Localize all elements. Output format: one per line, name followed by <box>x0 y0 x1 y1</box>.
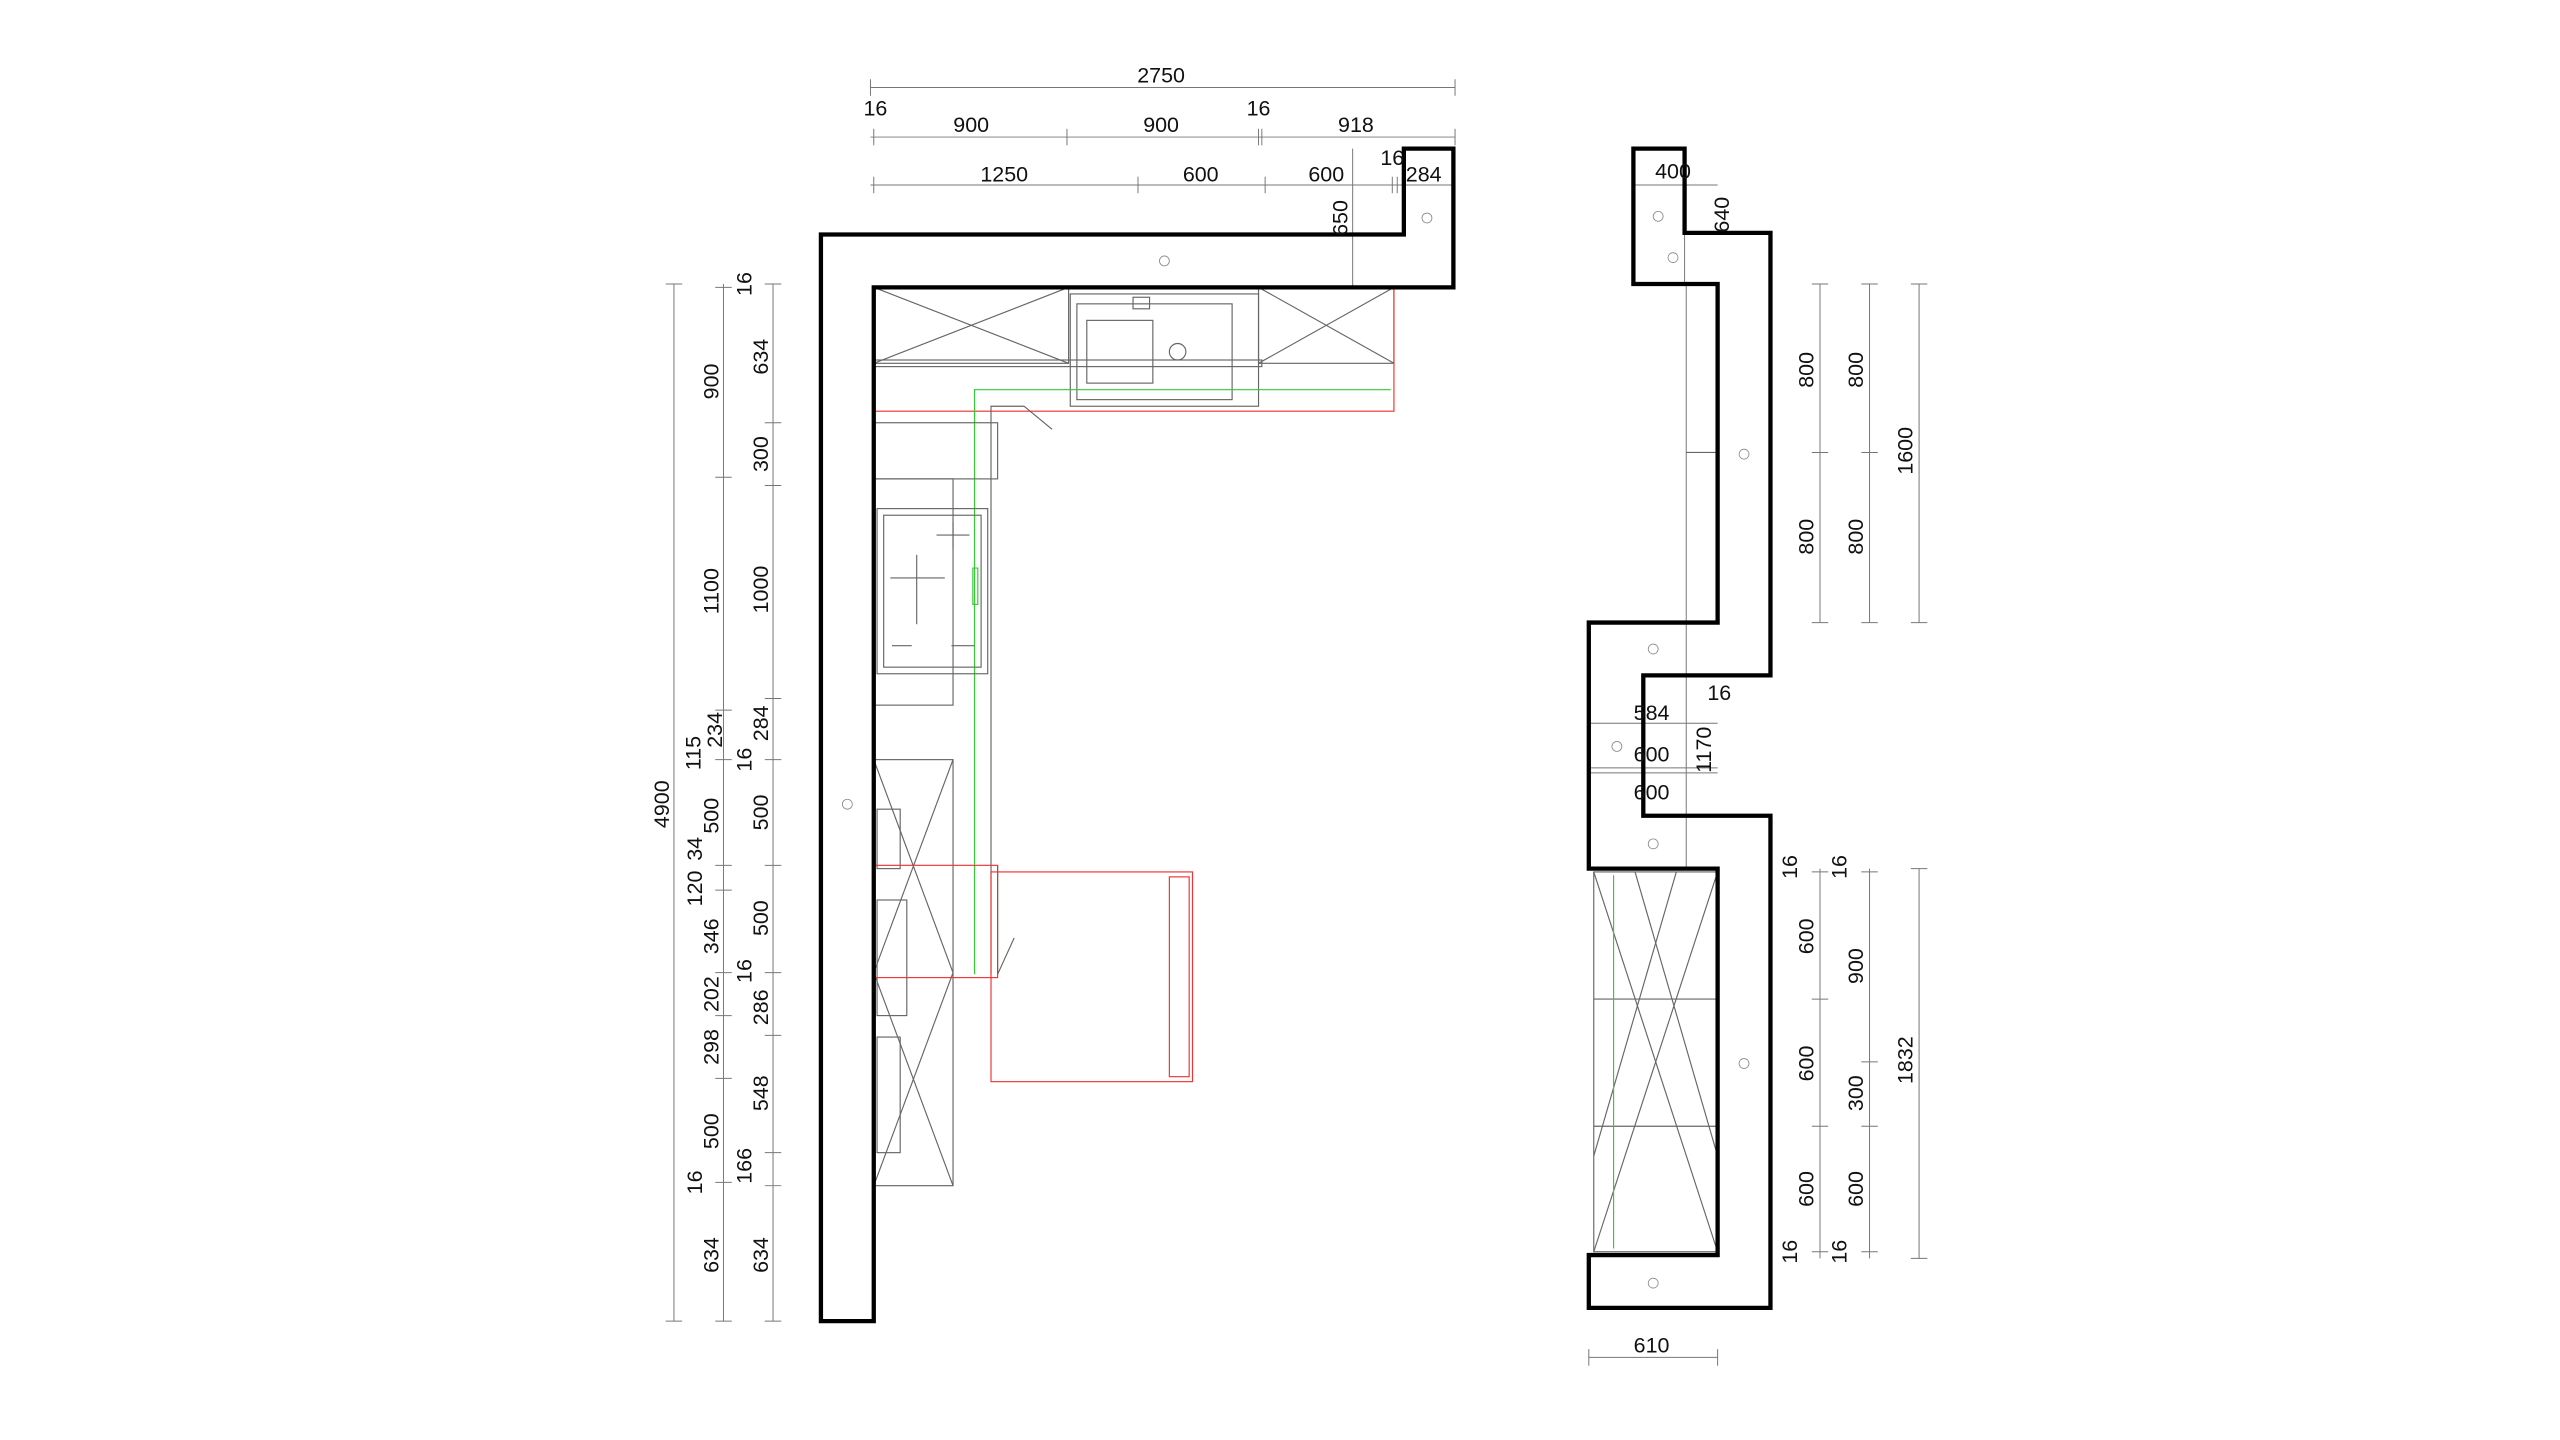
dim-label: 500 <box>749 900 773 936</box>
dim-label: 16 <box>1778 1240 1802 1264</box>
dim-label: 16 <box>1778 855 1802 879</box>
dim-label: 634 <box>749 339 773 375</box>
dim-label: 600 <box>1183 163 1219 187</box>
dim-label: 640 <box>1710 197 1734 233</box>
dim-label: 500 <box>749 795 773 831</box>
dim-label: 1100 <box>700 568 724 614</box>
cooktop <box>876 508 989 675</box>
top-dimension-labels: 2750 16 900 900 16 918 1250 600 600 16 2… <box>863 64 1441 236</box>
left-dimension-lines <box>665 283 782 1322</box>
dim-label: 800 <box>1794 352 1818 388</box>
dim-label: 284 <box>1406 163 1442 187</box>
dim-label: 16 <box>1707 681 1731 705</box>
dim-label: 346 <box>700 918 724 954</box>
dim-label: 16 <box>733 272 757 296</box>
dim-label: 1832 <box>1893 1036 1917 1084</box>
dim-label: 900 <box>700 364 724 400</box>
dim-label: 900 <box>1143 113 1179 137</box>
dim-label: 120 <box>683 870 707 906</box>
dim-label: 400 <box>1655 159 1691 183</box>
dim-label: 610 <box>1634 1333 1670 1357</box>
dim-label: 16 <box>733 748 757 772</box>
dim-label: 900 <box>1844 948 1868 984</box>
dim-label: 16 <box>1380 146 1404 170</box>
island-outline <box>990 871 1194 1083</box>
left-dimension-labels: 4900 900 1100 115 234 500 120 34 346 202… <box>650 272 773 1273</box>
dim-label: 1170 <box>1692 727 1716 773</box>
dim-label: 600 <box>1634 780 1670 804</box>
dim-label: 800 <box>1844 352 1868 388</box>
dim-label: 1000 <box>749 566 773 614</box>
dim-label: 584 <box>1634 701 1670 725</box>
dim-label: 300 <box>749 436 773 472</box>
dim-label: 34 <box>683 837 707 861</box>
dim-total-width: 2750 <box>1137 64 1185 88</box>
dim-label: 600 <box>1634 742 1670 766</box>
dim-label: 600 <box>1794 918 1818 954</box>
dim-label: 16 <box>683 1170 707 1194</box>
dim-label: 298 <box>700 1029 724 1065</box>
dim-label: 900 <box>953 113 989 137</box>
right-dimension-labels: 400 640 16 584 600 600 1170 610 800 800 … <box>1634 159 1918 1357</box>
dim-label: 1250 <box>980 163 1028 187</box>
dim-label: 800 <box>1844 519 1868 555</box>
dim-label: 600 <box>1308 163 1344 187</box>
dim-label: 600 <box>1794 1171 1818 1207</box>
part-markers <box>841 210 1750 1289</box>
dim-label: 16 <box>733 959 757 983</box>
dim-label: 500 <box>700 1113 724 1149</box>
dim-label: 202 <box>700 976 724 1012</box>
top-dimension-lines <box>869 79 1456 288</box>
dim-label: 918 <box>1338 113 1374 137</box>
dim-total-length: 4900 <box>650 780 674 828</box>
dim-label: 16 <box>1827 855 1851 879</box>
dim-label: 1600 <box>1893 427 1917 475</box>
dim-label: 634 <box>749 1237 773 1273</box>
dim-label: 286 <box>749 989 773 1025</box>
countertop-l-shape <box>818 146 1456 1324</box>
dim-label: 16 <box>1827 1240 1851 1264</box>
countertop-right-piece <box>1586 146 1773 1311</box>
dim-label: 800 <box>1794 519 1818 555</box>
dim-depth: 650 <box>1329 200 1353 236</box>
dim-label: 548 <box>749 1075 773 1111</box>
dim-label: 284 <box>749 705 773 741</box>
dim-label: 600 <box>1794 1046 1818 1082</box>
dim-label: 234 <box>703 712 727 748</box>
dim-label: 500 <box>700 798 724 834</box>
dim-label: 16 <box>1247 97 1271 121</box>
dim-label: 300 <box>1844 1075 1868 1111</box>
dim-label: 600 <box>1844 1171 1868 1207</box>
right-dimension-lines <box>1588 148 1928 1366</box>
cabinets <box>873 286 1719 1253</box>
dim-label: 16 <box>863 97 887 121</box>
dim-label: 634 <box>700 1237 724 1273</box>
dim-label: 115 <box>681 736 705 770</box>
dim-label: 166 <box>733 1148 757 1184</box>
